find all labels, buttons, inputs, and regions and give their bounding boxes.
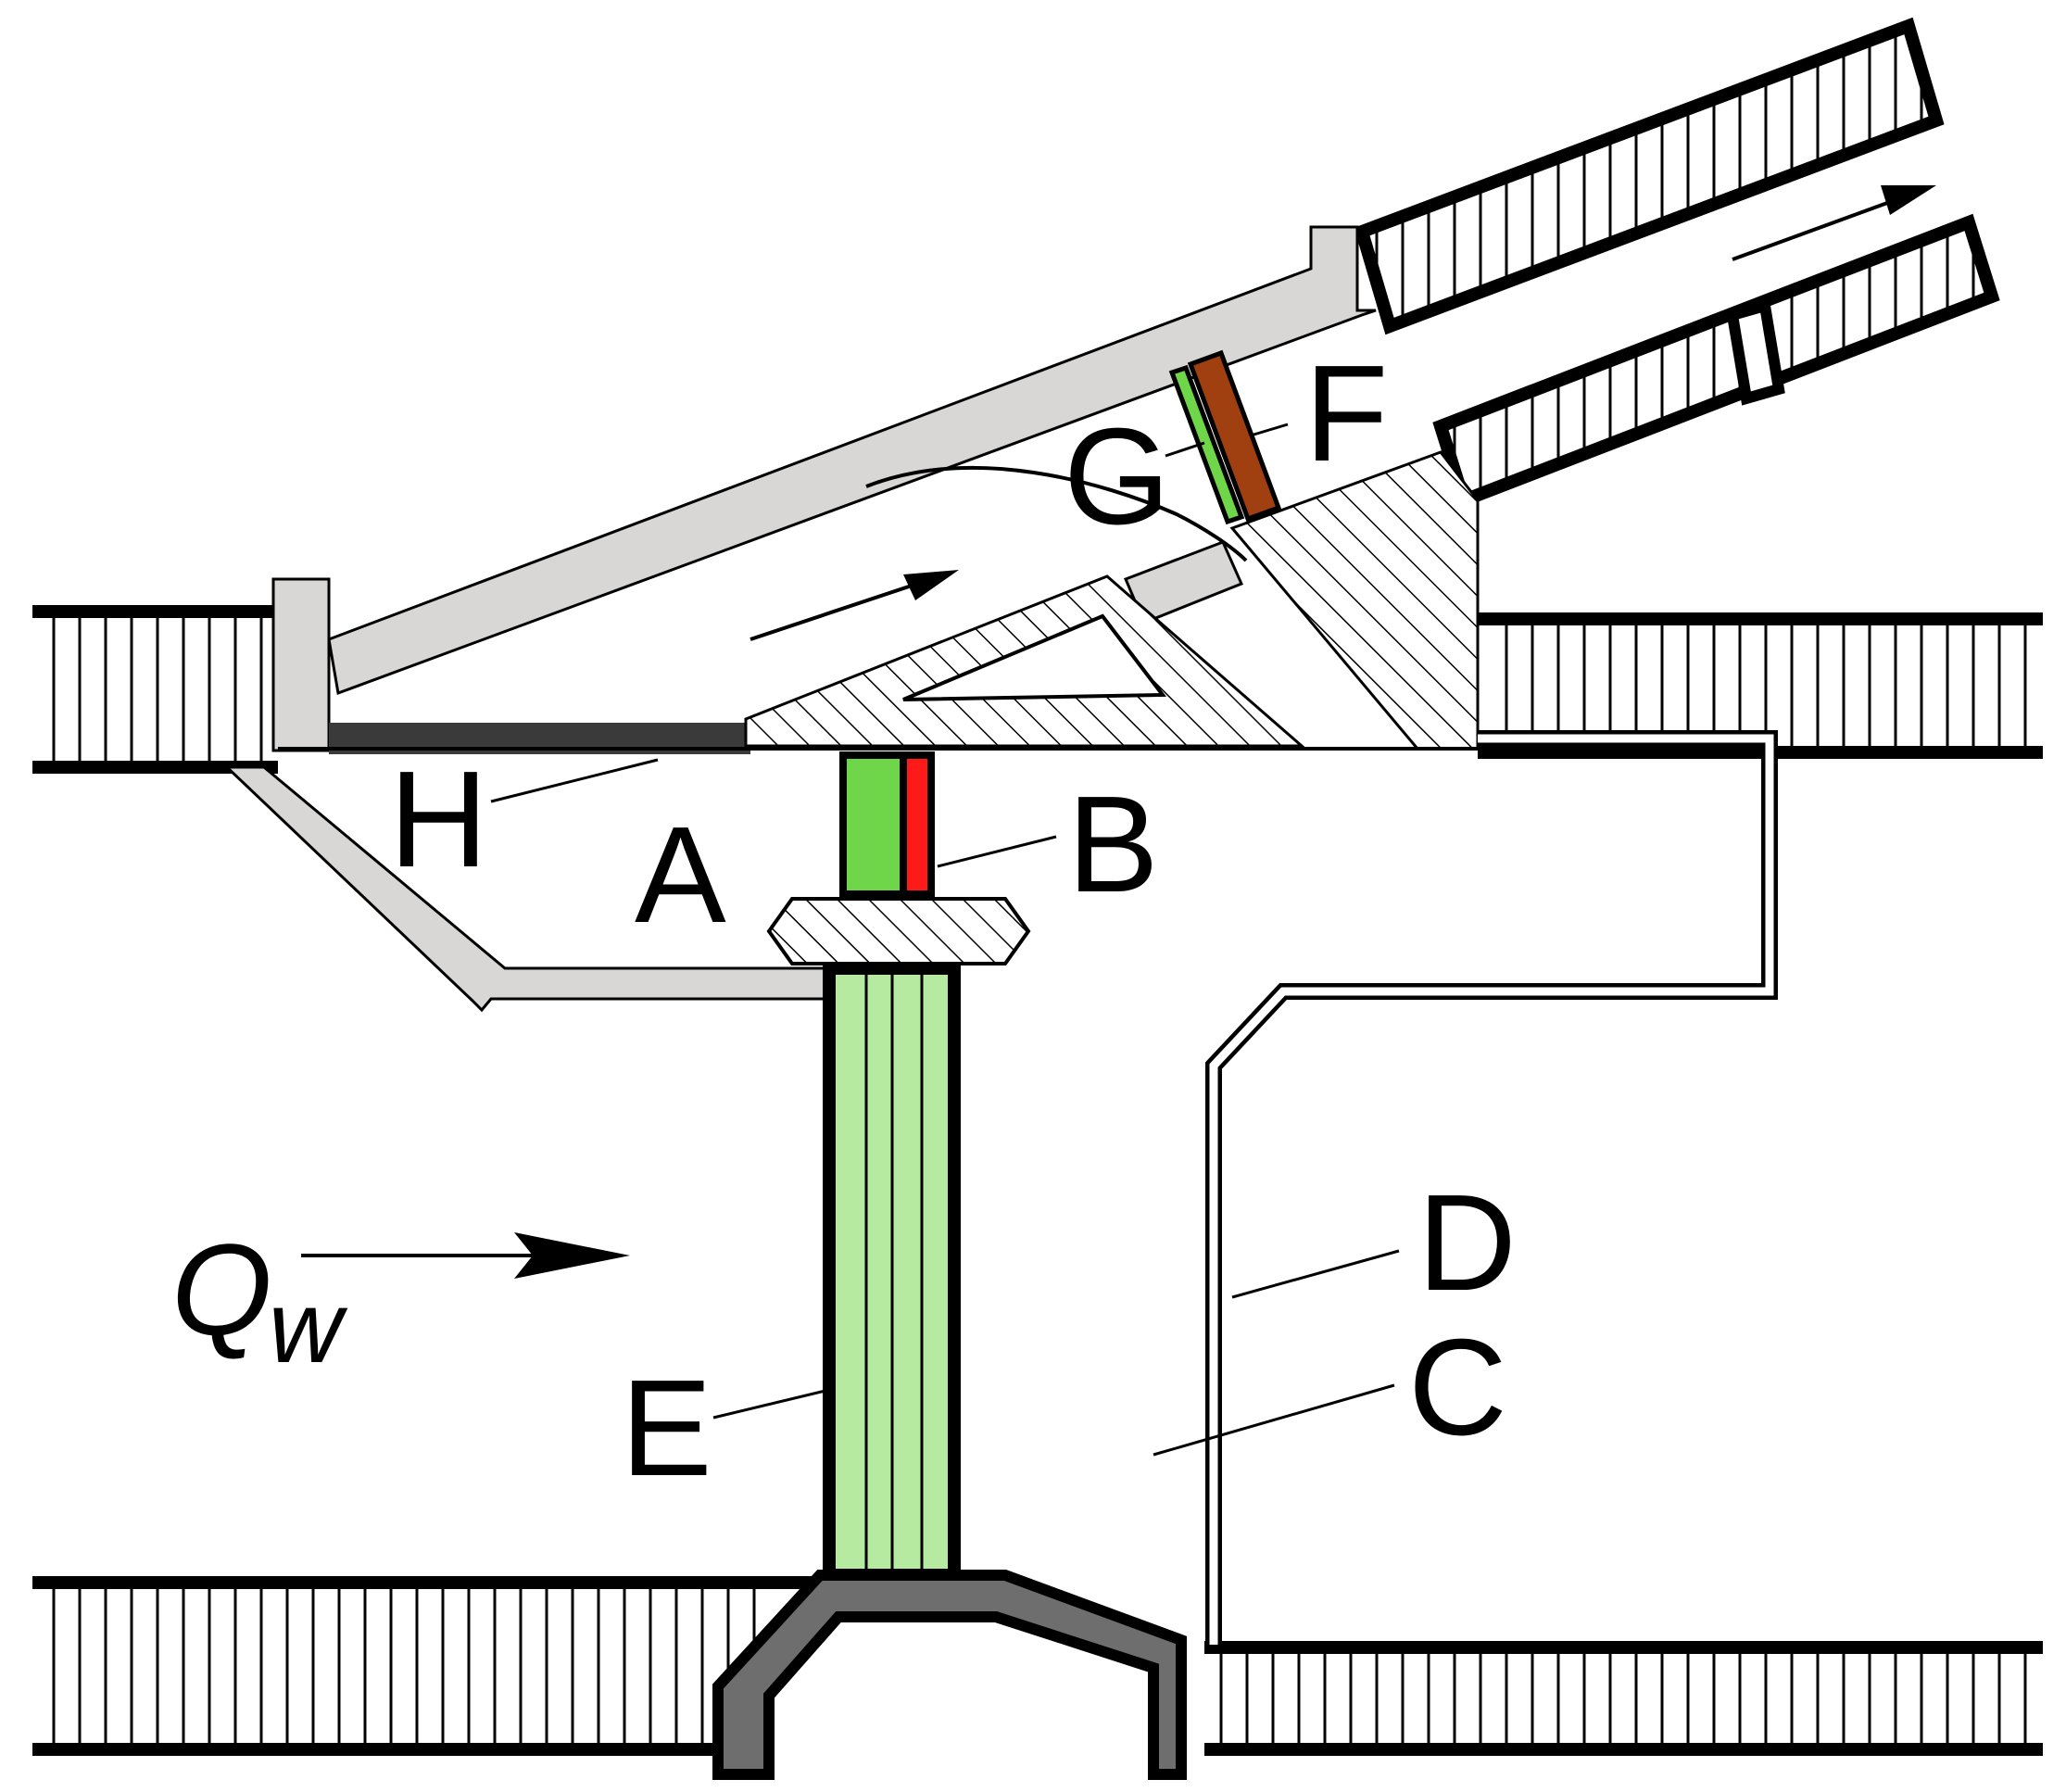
flow-curve <box>865 465 1248 562</box>
thin-pipe-d <box>1205 730 1778 1645</box>
label-d: D <box>1417 1167 1517 1319</box>
label-b: B <box>1067 768 1159 921</box>
lower-left-gray-wall <box>223 765 836 1013</box>
internal-flow-arrow <box>750 570 959 641</box>
leader-h <box>490 758 659 803</box>
leader-c <box>1153 1383 1395 1457</box>
label-q-subscript: w <box>269 1270 348 1384</box>
upper-right-plate <box>1354 17 1945 335</box>
left-upper-plate <box>32 605 278 774</box>
label-f: F <box>1304 337 1388 490</box>
leader-e <box>712 1388 830 1420</box>
label-h: H <box>389 743 488 896</box>
upper-gray-wall <box>271 225 1377 752</box>
label-e: E <box>621 1352 712 1505</box>
hatched-block <box>744 574 1306 748</box>
bottom-left-plate <box>32 1576 815 1756</box>
green-column-e <box>823 962 961 1582</box>
label-g: G <box>1064 400 1170 553</box>
brown-block-f <box>1187 349 1282 523</box>
green-strip-g <box>1168 364 1245 525</box>
hatched-right-block <box>1229 450 1480 751</box>
hatched-collar <box>766 897 1031 965</box>
outflow-arrow <box>1732 185 1936 261</box>
leader-g <box>1165 441 1205 458</box>
red-bar <box>900 751 935 898</box>
label-a: A <box>635 799 726 952</box>
inflow-arrow <box>301 1232 630 1279</box>
label-q: Q <box>171 1217 272 1362</box>
label-c: C <box>1408 1311 1507 1464</box>
dark-base-bracket <box>712 1570 1187 1780</box>
bottom-right-plate <box>1204 1641 2043 1756</box>
leader-b <box>937 835 1057 868</box>
leader-f <box>1250 423 1289 437</box>
green-bar <box>839 751 907 898</box>
leader-d <box>1231 1249 1400 1299</box>
